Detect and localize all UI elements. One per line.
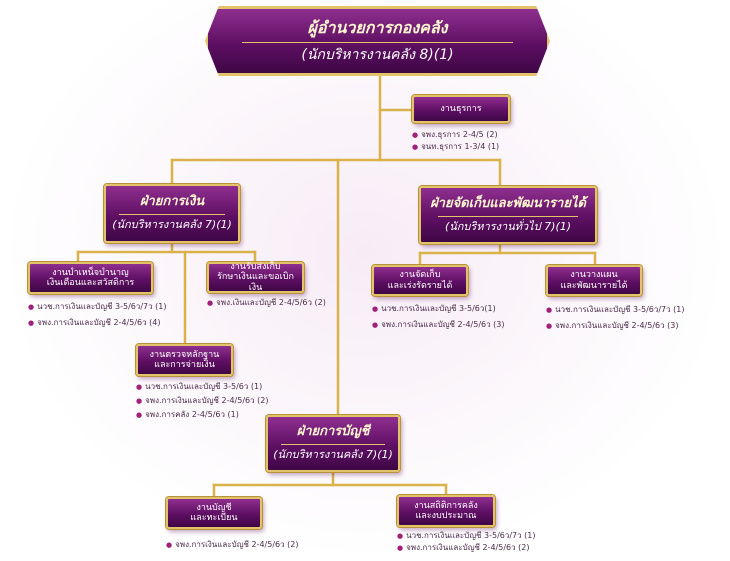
- staff-item: จพง.การเงินและบัญชี 2-4/5/6ว (2): [397, 542, 536, 554]
- staff-item: นวช.การเงินและบัญชี 3-5/6ว/7ว (1): [397, 530, 535, 542]
- audit-unit-line: และการจ่ายเงิน: [154, 360, 215, 370]
- revenue-division-separator: [438, 215, 578, 217]
- collection-unit-staff: นวช.การเงินและบัญชี 3-5/6ว(1) จพง.การเงิ…: [372, 301, 505, 333]
- collection-unit-line: และเร่งรัดรายได้: [387, 280, 453, 291]
- staff-item: จพง.การเงินและบัญชี 2-4/5/6ว (4): [28, 315, 167, 331]
- staff-item: จพง.การเงินและบัญชี 2-4/5/6ว (2): [166, 539, 298, 551]
- accounting-division-box: ฝ่ายการบัญชี (นักบริหารงานคลัง 7)(1): [266, 415, 400, 472]
- statistics-unit-line: งานสถิติการคลัง: [414, 500, 478, 511]
- staff-item: จพง.การเงินและบัญชี 2-4/5/6ว (3): [372, 317, 504, 333]
- ledger-unit-line: และทะเบียน: [190, 513, 238, 523]
- ledger-unit-box: งานบัญชี และทะเบียน: [166, 497, 262, 529]
- revenue-division-box: ฝ่ายจัดเก็บและพัฒนารายได้ (นักบริหารงานท…: [419, 186, 597, 244]
- finance-division-subtitle: (นักบริหารงานคลัง 7)(1): [112, 218, 232, 232]
- pension-unit-line: เงินเดือนและสวัสดิการ: [46, 278, 135, 288]
- collection-unit-box: งานจัดเก็บ และเร่งรัดรายได้: [372, 265, 468, 296]
- staff-item: นวช.การเงินและบัญชี 3-5/6ว/7ว (1): [28, 299, 166, 315]
- finance-division-box: ฝ่ายการเงิน (นักบริหารงานคลัง 7)(1): [104, 184, 240, 243]
- staff-item: จพง.เงินและบัญชี 2-4/5/6ว (2): [207, 297, 326, 309]
- ledger-unit-staff: จพง.การเงินและบัญชี 2-4/5/6ว (2): [166, 539, 298, 551]
- admin-unit-label: งานธุรการ: [440, 103, 482, 114]
- accounting-division-title: ฝ่ายการบัญชี: [296, 424, 370, 440]
- statistics-unit-box: งานสถิติการคลัง และงบประมาณ: [397, 495, 495, 527]
- planning-unit-line: และพัฒนารายได้: [560, 280, 628, 291]
- audit-unit-box: งานตรวจหลักฐาน และการจ่ายเงิน: [136, 344, 233, 376]
- finance-division-separator: [119, 214, 225, 216]
- staff-item: นวช.การเงินและบัญชี 3-5/6ว(1): [372, 301, 505, 317]
- admin-unit-box: งานธุรการ: [412, 95, 510, 123]
- receipt-unit-line: งานรับส่งเก็บ: [230, 261, 281, 272]
- pension-unit-box: งานบำเหน็จบำนาญ เงินเดือนและสวัสดิการ: [28, 262, 153, 294]
- accounting-division-subtitle: (นักบริหารงานคลัง 7)(1): [273, 448, 393, 462]
- statistics-unit-line: และงบประมาณ: [415, 511, 477, 521]
- staff-item: จนท.ธุรการ 1-3/4 (1): [412, 141, 499, 153]
- staff-item: นวช.การเงินและบัญชี 3-5/6ว/7ว (1): [546, 302, 684, 318]
- accounting-division-separator: [281, 444, 385, 446]
- director-box: ผู้อำนวยการกองคลัง (นักบริหารงานคลัง 8)(…: [205, 6, 550, 76]
- staff-item: จพง.การเงินและบัญชี 2-4/5/6ว (3): [546, 318, 685, 334]
- audit-unit-line: งานตรวจหลักฐาน: [149, 349, 220, 360]
- revenue-division-subtitle: (นักบริหารงานทั่วไป 7)(1): [444, 219, 572, 233]
- staff-item: จพง.ธุรการ 2-4/5 (2): [412, 129, 499, 141]
- audit-unit-staff: นวช.การเงินและบัญชี 3-5/6ว (1) จพง.การเง…: [136, 380, 269, 422]
- director-separator: [241, 41, 514, 43]
- pension-unit-line: งานบำเหน็จบำนาญ: [52, 267, 129, 278]
- staff-item: จพง.การคลัง 2-4/5/6ว (1): [136, 408, 269, 422]
- pension-unit-staff: นวช.การเงินและบัญชี 3-5/6ว/7ว (1) จพง.กา…: [28, 299, 167, 331]
- planning-unit-box: งานวางแผน และพัฒนารายได้: [546, 265, 642, 296]
- collection-unit-line: งานจัดเก็บ: [399, 270, 441, 281]
- revenue-division-title: ฝ่ายจัดเก็บและพัฒนารายได้: [430, 195, 586, 211]
- receipt-unit-staff: จพง.เงินและบัญชี 2-4/5/6ว (2): [207, 297, 326, 309]
- director-subtitle: (นักบริหารงานคลัง 8)(1): [301, 46, 454, 63]
- finance-division-title: ฝ่ายการเงิน: [139, 194, 205, 210]
- director-title: ผู้อำนวยการกองคลัง: [307, 18, 448, 38]
- statistics-unit-staff: นวช.การเงินและบัญชี 3-5/6ว/7ว (1) จพง.กา…: [397, 530, 536, 554]
- receipt-unit-box: งานรับส่งเก็บ รักษาเงินและขอเบิกเงิน: [207, 262, 304, 293]
- receipt-unit-line: รักษาเงินและขอเบิกเงิน: [217, 272, 294, 293]
- admin-unit-staff: จพง.ธุรการ 2-4/5 (2) จนท.ธุรการ 1-3/4 (1…: [412, 129, 499, 153]
- ledger-unit-line: งานบัญชี: [196, 502, 232, 513]
- staff-item: นวช.การเงินและบัญชี 3-5/6ว (1): [136, 380, 269, 394]
- planning-unit-staff: นวช.การเงินและบัญชี 3-5/6ว/7ว (1) จพง.กา…: [546, 302, 685, 334]
- planning-unit-line: งานวางแผน: [570, 270, 618, 281]
- staff-item: จพง.การเงินและบัญชี 2-4/5/6ว (2): [136, 394, 268, 408]
